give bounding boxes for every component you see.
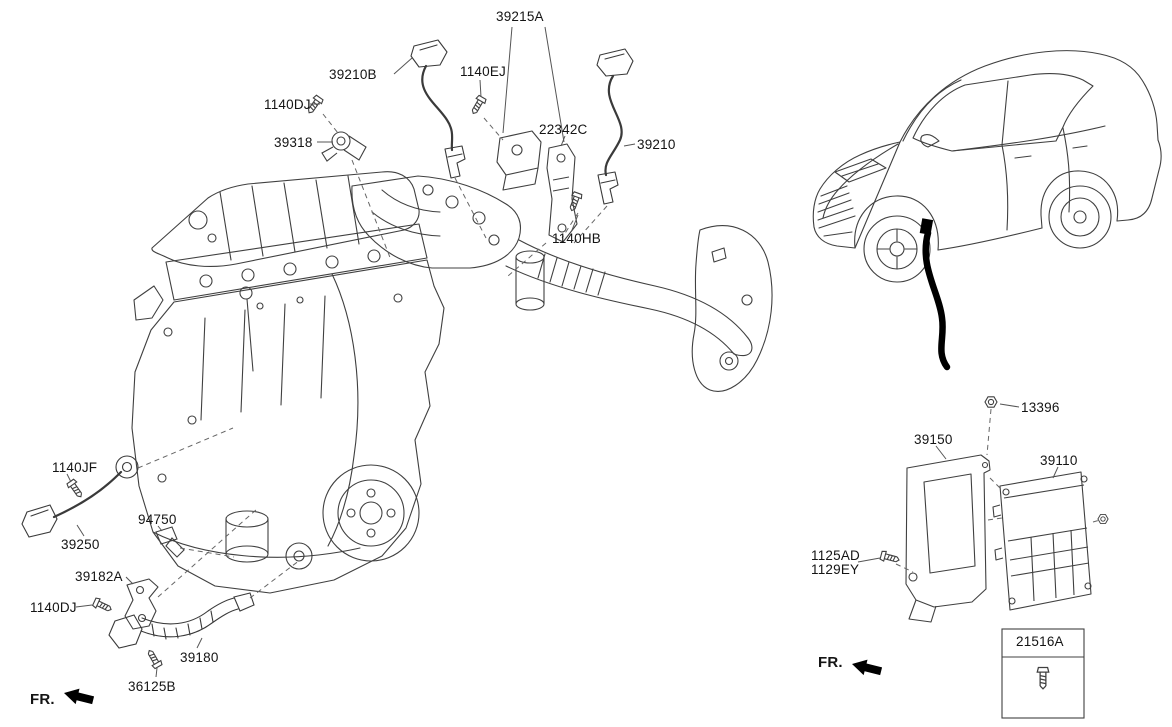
part-label-1125ad: 1125AD — [811, 548, 860, 563]
exhaust-system — [351, 175, 773, 392]
part-label-22342c: 22342C — [539, 122, 588, 137]
bolt-1140ej-icon — [468, 94, 488, 117]
car-illustration — [812, 50, 1162, 371]
bolt-1140hb-icon — [566, 190, 584, 213]
bolt-21516a-icon — [1036, 666, 1050, 690]
harness-assembly — [108, 592, 255, 649]
dashed-leader-lines — [137, 113, 1101, 599]
fr-arrow-left-icon — [62, 685, 96, 709]
part-label-36125b: 36125B — [128, 679, 176, 694]
part-label-39150: 39150 — [914, 432, 953, 447]
part-label-39215a: 39215A — [496, 9, 544, 24]
bolt-1140jf-icon — [65, 478, 86, 501]
part-label-39210b: 39210B — [329, 67, 377, 82]
boxed-part-21516a — [1001, 628, 1085, 719]
fasteners — [65, 94, 1109, 670]
oxygen-sensor-downstream — [596, 48, 634, 205]
harness-bracket — [124, 578, 159, 630]
part-label-13396: 13396 — [1021, 400, 1060, 415]
part-label-1140dj-top: 1140DJ — [264, 97, 311, 112]
fr-arrow-right-icon — [850, 656, 884, 680]
part-label-1140hb: 1140HB — [552, 231, 601, 246]
sensor-bracket-assembly — [496, 130, 578, 243]
part-label-39182a: 39182A — [75, 569, 123, 584]
part-label-1129ey: 1129EY — [811, 562, 860, 577]
camshaft-position-sensor — [321, 131, 367, 162]
part-label-1140jf: 1140JF — [52, 460, 98, 475]
knock-sensor — [21, 455, 139, 538]
part-label-39180: 39180 — [180, 650, 219, 665]
part-label-39318: 39318 — [274, 135, 313, 150]
part-label-1140dj-bottom: 1140DJ — [30, 600, 77, 615]
part-label-39250: 39250 — [61, 537, 100, 552]
part-label-21516a: 21516A — [1016, 634, 1064, 649]
nut-ecu-side-icon — [1097, 514, 1109, 524]
fr-label-right: FR. — [818, 654, 843, 671]
oil-pressure-switch — [155, 526, 185, 558]
part-label-1140ej: 1140EJ — [460, 64, 506, 79]
ecu-module — [992, 471, 1092, 611]
bolt-1125ad-icon — [879, 549, 901, 566]
bolt-1140dj-bottom-icon — [91, 596, 114, 615]
fr-label-left: FR. — [30, 691, 55, 708]
oxygen-sensor-upstream — [410, 39, 466, 179]
leader-lines — [66, 26, 1059, 678]
part-label-39110: 39110 — [1040, 453, 1078, 468]
bolt-36125b-icon — [144, 647, 164, 670]
nut-13396-icon — [984, 396, 998, 408]
engine-illustration — [131, 171, 445, 594]
ecu-bracket — [905, 454, 991, 623]
part-label-39210: 39210 — [637, 137, 676, 152]
part-label-94750: 94750 — [138, 512, 177, 527]
